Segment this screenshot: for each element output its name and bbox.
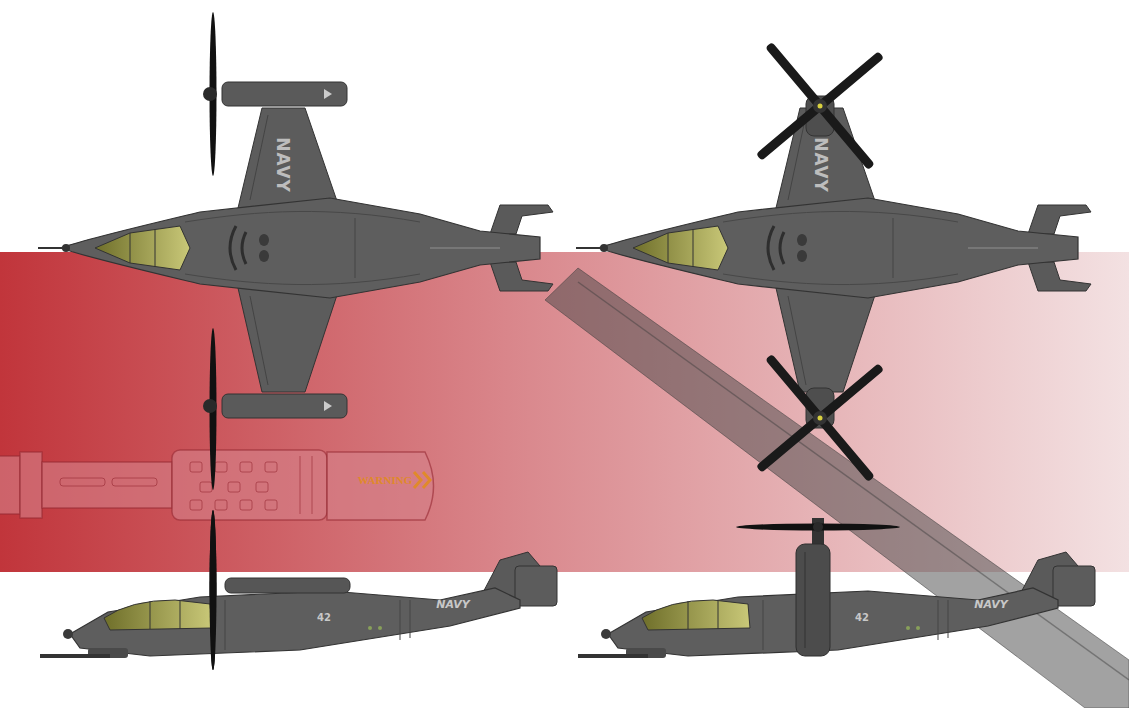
side-number: 42 [855, 613, 869, 623]
tilted-nacelles [806, 96, 834, 428]
tail-marking: NAVY [436, 599, 469, 610]
wing-marking: NAVY [812, 137, 829, 193]
warning-chevrons [414, 472, 430, 488]
side-number: 42 [317, 613, 331, 623]
gun-part [20, 452, 42, 518]
side-view-aircraft [578, 552, 1095, 658]
gun-tip [327, 452, 434, 520]
rotor [756, 354, 884, 482]
top-view-aircraft [38, 108, 553, 392]
wing-marking: NAVY [274, 137, 291, 193]
gun-overlay [0, 450, 434, 520]
gun-details [60, 456, 312, 514]
tail-marking: NAVY [974, 599, 1007, 610]
side-propeller [210, 510, 217, 670]
warning-text: WARNING [358, 475, 412, 486]
top-view-aircraft [576, 108, 1091, 392]
side-nacelle [225, 578, 350, 593]
top-view-nacelles [222, 82, 347, 418]
gun-part [0, 456, 20, 514]
side-view-aircraft [40, 552, 557, 658]
gun-barrel [42, 462, 172, 508]
side-tilted-nacelle [736, 518, 900, 656]
propellers [203, 12, 217, 670]
gun-body [172, 450, 327, 520]
